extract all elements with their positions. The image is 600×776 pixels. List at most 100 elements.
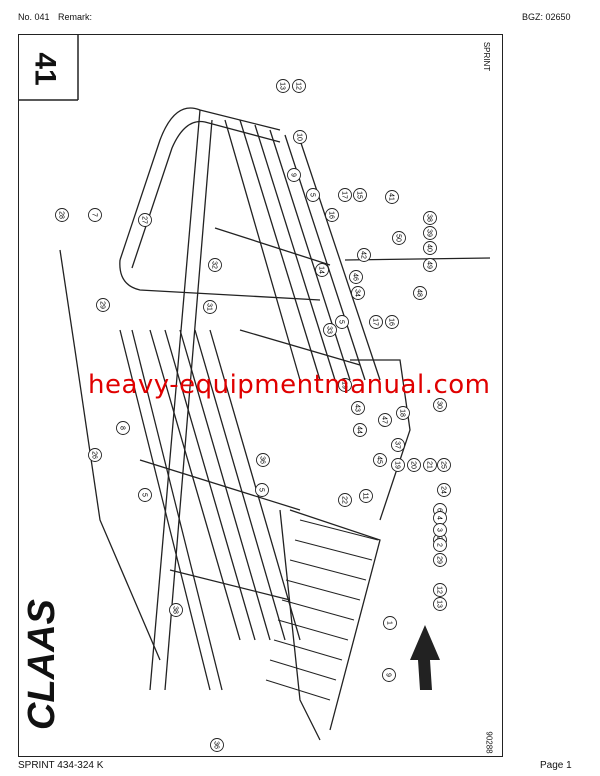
callout-label: 50 [395,234,402,242]
callout-39: 39 [423,226,437,240]
callout-label: 49 [426,261,433,269]
callout-47: 47 [378,413,392,427]
callout-38: 38 [169,603,183,617]
callout-label: 47 [381,416,388,424]
callout-label: 30 [436,401,443,409]
callout-label: 12 [295,82,302,90]
callout-label: 15 [356,191,363,199]
callout-label: 10 [296,133,303,141]
callout-label: 38 [172,606,179,614]
callout-11: 11 [359,489,373,503]
direction-arrow [410,625,440,690]
callout-label: 29 [99,301,106,309]
callout-21: 21 [423,458,437,472]
callout-label: 39 [426,229,433,237]
callout-13: 13 [433,597,447,611]
callout-label: 9 [290,173,297,177]
callout-26: 26 [88,448,102,462]
callout-label: 45 [376,456,383,464]
callout-label: 43 [354,404,361,412]
remark-label: Remark: [58,12,93,22]
callout-7: 7 [88,208,102,222]
callout-36: 36 [210,738,224,752]
callout-33: 33 [323,323,337,337]
callout-label: 36 [259,456,266,464]
callout-label: 13 [279,82,286,90]
callout-label: 5 [309,193,316,197]
callout-19: 19 [338,378,352,392]
watermark-text: heavy-equipmentmanual.com [88,370,491,400]
callout-label: 42 [360,251,367,259]
callout-label: 27 [141,216,148,224]
callout-label: 34 [354,289,361,297]
callout-29: 29 [433,553,447,567]
callout-label: 21 [426,461,433,469]
callout-label: 8 [119,426,126,430]
callout-label: 31 [206,303,213,311]
callout-label: 19 [394,461,401,469]
callout-22: 22 [338,493,352,507]
callout-5: 5 [335,315,349,329]
callout-12: 12 [292,79,306,93]
callout-label: 32 [211,261,218,269]
callout-42: 42 [357,248,371,262]
callout-label: 33 [326,326,333,334]
callout-34: 34 [351,286,365,300]
callout-31: 31 [203,300,217,314]
drawing-frame [18,34,503,757]
callout-5: 5 [138,488,152,502]
callout-8: 8 [116,421,130,435]
doc-number: No. 041 [18,12,50,22]
callout-14: 14 [315,263,329,277]
callout-19: 19 [391,458,405,472]
callout-label: 26 [91,451,98,459]
callout-44: 44 [353,423,367,437]
callout-50: 50 [392,231,406,245]
callout-27: 27 [138,213,152,227]
callout-label: 41 [388,193,395,201]
callout-28: 28 [55,208,69,222]
deck-slats [265,519,379,701]
model-side-label: SPRINT [482,41,492,72]
callout-2: 2 [433,538,447,552]
callout-5: 5 [255,483,269,497]
drawing-code: 90288 [484,731,494,754]
callout-10: 10 [293,130,307,144]
callout-label: 17 [372,318,379,326]
callout-label: 13 [436,600,443,608]
callout-16: 16 [325,208,339,222]
callout-43: 43 [351,401,365,415]
callout-label: 3 [436,528,443,532]
callout-32: 32 [208,258,222,272]
claas-logo: CLAAS [21,599,63,738]
callout-label: 19 [341,381,348,389]
callout-18: 18 [396,406,410,420]
callout-36: 36 [256,453,270,467]
callout-label: 38 [426,214,433,222]
footer-model: SPRINT 434-324 K [18,760,104,771]
callout-17: 17 [338,188,352,202]
svg-text:CLAAS: CLAAS [21,599,63,730]
callout-38: 38 [423,211,437,225]
callout-37: 37 [391,438,405,452]
callout-label: 20 [410,461,417,469]
callout-4: 4 [433,511,447,525]
callout-label: 44 [356,426,363,434]
callout-41: 41 [385,190,399,204]
callout-25: 25 [437,458,451,472]
bgz-number: BGZ: 02650 [522,12,571,22]
callout-label: 5 [258,488,265,492]
callout-29: 29 [96,298,110,312]
callout-49: 49 [423,258,437,272]
callout-label: 40 [426,244,433,252]
callout-40: 40 [423,241,437,255]
callout-label: 28 [58,211,65,219]
callout-label: 5 [141,493,148,497]
callout-label: 37 [394,441,401,449]
callout-9: 9 [382,668,396,682]
callout-16: 16 [385,315,399,329]
callout-13: 13 [276,79,290,93]
callout-30: 30 [433,398,447,412]
callout-9: 9 [287,168,301,182]
